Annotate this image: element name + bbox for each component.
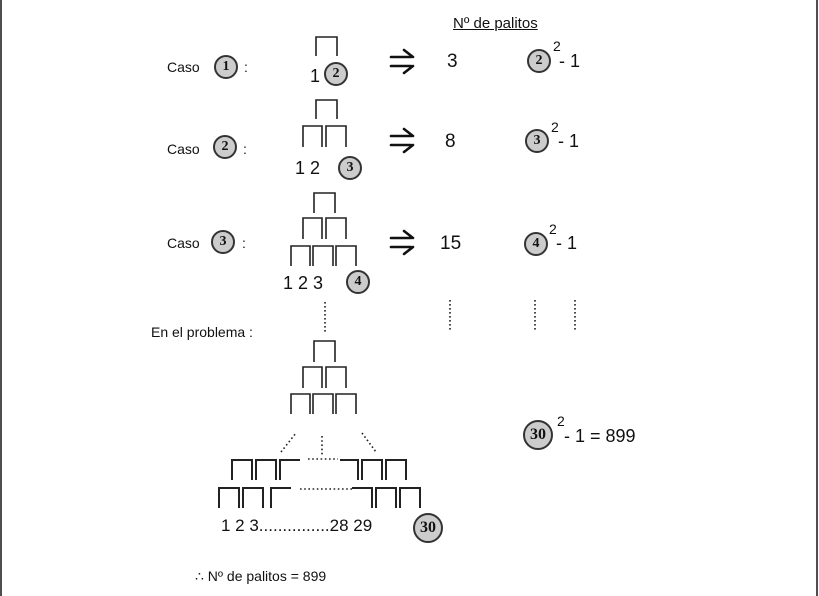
case-3-sequence: 1 2 3 — [283, 273, 324, 293]
case-3-colon: : — [242, 235, 246, 251]
problem-result: - 1 = 899 — [564, 426, 636, 446]
case-3-count: 15 — [440, 233, 462, 254]
case-1-label: Caso — [167, 59, 200, 75]
case-2-count: 8 — [445, 131, 456, 152]
case-1-sequence: 1 — [310, 66, 321, 86]
double-right-arrow-icon — [389, 48, 415, 256]
conclusion-text: ∴ Nº de palitos = 899 — [195, 568, 327, 584]
problem-sequence: 1 2 3...............28 29 — [221, 516, 373, 535]
case-2-number: 2 — [221, 139, 229, 154]
case-2-last: 3 — [346, 160, 354, 175]
case-1-minus: - 1 — [559, 51, 581, 71]
problem-figure-top — [290, 340, 357, 414]
case-3-last-circle: 4 — [346, 270, 370, 294]
problem-figure-bottom — [218, 459, 421, 508]
problem-last: 30 — [420, 519, 436, 536]
case-1-colon: : — [244, 59, 248, 75]
case-2-colon: : — [243, 141, 247, 157]
problem-exponent: 2 — [557, 413, 565, 429]
case-3-last: 4 — [354, 274, 362, 289]
case-3-base-circle: 4 — [524, 232, 548, 256]
case-1-figure — [315, 36, 338, 56]
case-1-number: 1 — [222, 59, 230, 74]
problem-figure-ellipsis — [280, 432, 377, 490]
problem-label: En el problema : — [151, 324, 253, 340]
case-2-last-circle: 3 — [338, 156, 362, 180]
case-2-minus: - 1 — [558, 131, 580, 151]
case-1-count: 3 — [447, 51, 458, 72]
case-3-minus: - 1 — [556, 233, 578, 253]
case-3-number: 3 — [219, 234, 227, 249]
case-1-last-circle: 2 — [324, 62, 348, 86]
case-2-sequence: 1 2 — [295, 158, 321, 178]
case-1-exponent: 2 — [553, 38, 561, 54]
problem-last-circle: 30 — [413, 513, 443, 543]
case-1-last: 2 — [332, 66, 340, 81]
case-3-exponent: 2 — [549, 221, 557, 237]
case-2-exponent: 2 — [551, 119, 559, 135]
problem-base: 30 — [530, 426, 546, 443]
column-header: Nº de palitos — [453, 15, 538, 32]
case-2-base: 3 — [533, 133, 541, 148]
case-3-label: Caso — [167, 235, 200, 251]
problem-base-circle: 30 — [523, 420, 553, 450]
case-2-label: Caso — [167, 141, 200, 157]
case-3-figure — [290, 192, 357, 266]
case-2-figure — [302, 99, 347, 147]
case-2-base-circle: 3 — [525, 129, 549, 153]
case-1-base-circle: 2 — [527, 49, 551, 73]
continuation-dots — [324, 300, 576, 332]
case-1-base: 2 — [535, 53, 543, 68]
case-2-number-circle: 2 — [213, 135, 237, 159]
case-3-number-circle: 3 — [211, 230, 235, 254]
case-3-base: 4 — [532, 236, 540, 251]
case-1-number-circle: 1 — [214, 55, 238, 79]
